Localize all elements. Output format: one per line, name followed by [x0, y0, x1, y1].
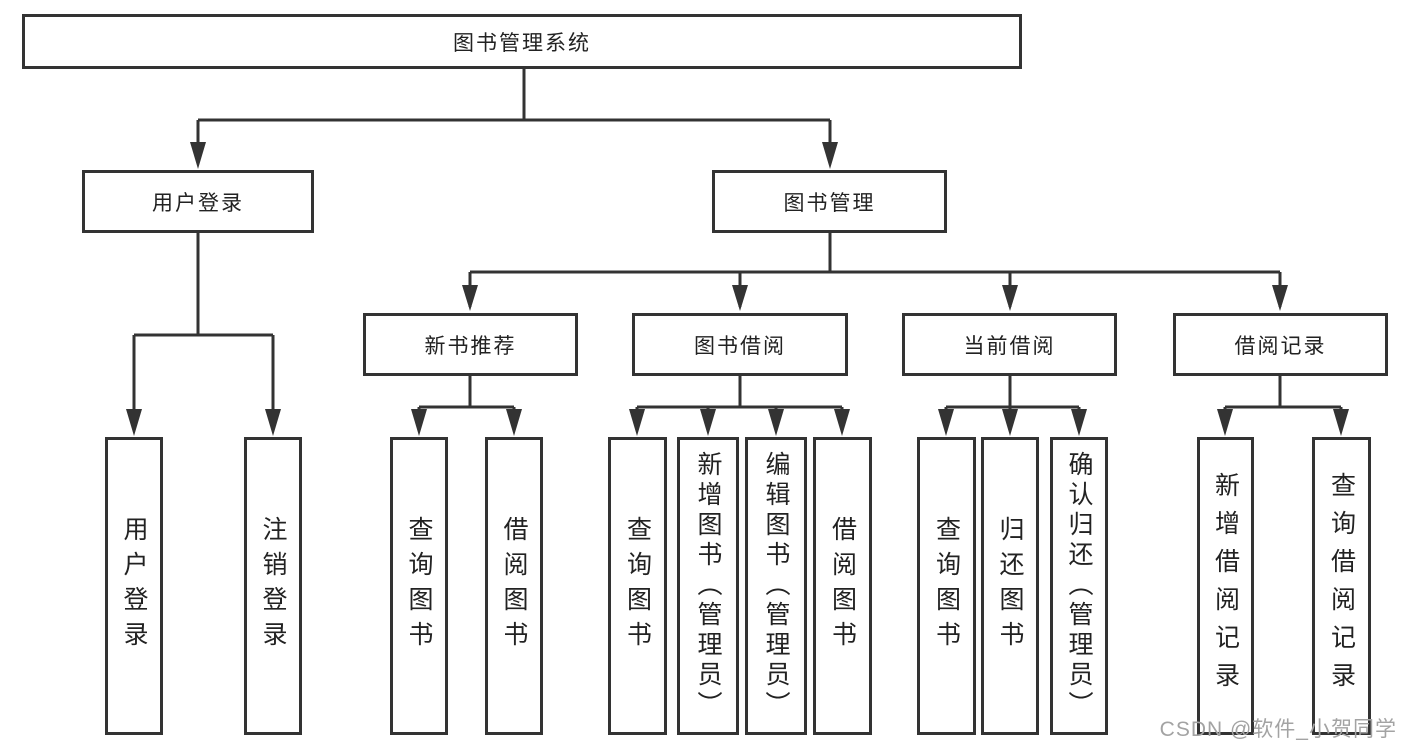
- leaf-edit-book-admin: 编辑图书（管理员）: [745, 437, 807, 735]
- connector-current-children: [938, 376, 1087, 436]
- connector-borrowing-children: [629, 376, 850, 436]
- leaf-query-borrow-record: 查询借阅记录: [1312, 437, 1371, 735]
- node-user-login: 用户登录: [82, 170, 314, 233]
- leaf-add-borrow-record: 新增借阅记录: [1197, 437, 1254, 735]
- leaf-add-book-admin: 新增图书（管理员）: [677, 437, 739, 735]
- connector-root-level2: [190, 69, 838, 169]
- leaf-query-books-borrowing: 查询图书: [608, 437, 667, 735]
- connector-records-children: [1217, 376, 1349, 436]
- connector-user-login-children: [126, 233, 281, 436]
- leaf-confirm-return-admin: 确认归还（管理员）: [1050, 437, 1108, 735]
- watermark: CSDN @软件_小贺同学: [1159, 718, 1397, 741]
- node-new-book-recommend: 新书推荐: [363, 313, 578, 376]
- node-current-borrowing: 当前借阅: [902, 313, 1117, 376]
- leaf-query-books-current: 查询图书: [917, 437, 976, 735]
- leaf-borrow-books-recommend: 借阅图书: [485, 437, 543, 735]
- node-book-borrowing: 图书借阅: [632, 313, 848, 376]
- connector-new-book-children: [411, 376, 522, 436]
- leaf-borrow-books-borrowing: 借阅图书: [813, 437, 872, 735]
- leaf-user-login: 用户登录: [105, 437, 163, 735]
- leaf-query-books-recommend: 查询图书: [390, 437, 448, 735]
- leaf-logout: 注销登录: [244, 437, 302, 735]
- node-borrowing-records: 借阅记录: [1173, 313, 1388, 376]
- leaf-return-books: 归还图书: [981, 437, 1039, 735]
- node-book-management: 图书管理: [712, 170, 947, 233]
- connector-book-mgmt-level3: [462, 233, 1288, 311]
- node-library-system: 图书管理系统: [22, 14, 1022, 69]
